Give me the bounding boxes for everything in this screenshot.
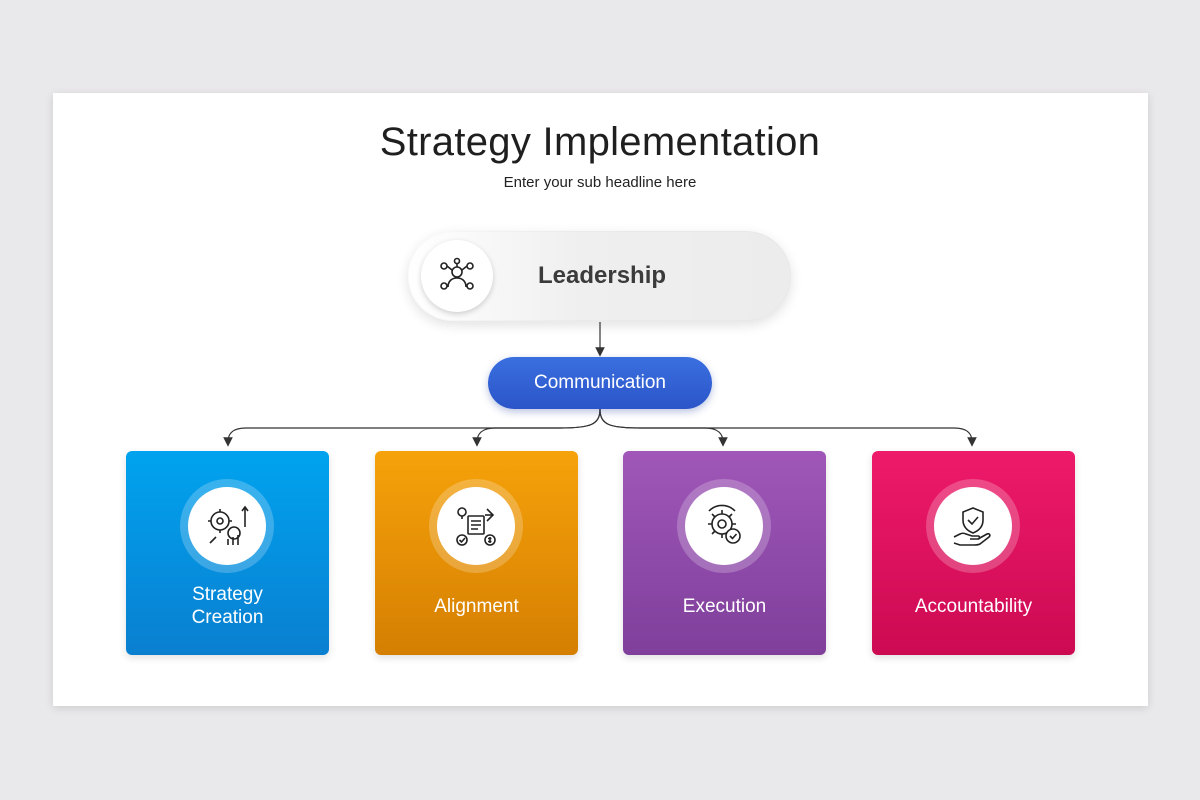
card-alignment: Alignment	[375, 451, 578, 655]
leadership-node: Leadership	[408, 231, 791, 321]
card-label-strategy-creation: Strategy Creation	[191, 584, 264, 628]
shield-hand-icon	[934, 487, 1012, 565]
card-label-accountability: Accountability	[914, 596, 1033, 617]
card-label-execution: Execution	[682, 596, 767, 617]
leadership-label: Leadership	[538, 262, 667, 289]
arrow-to-strategy-creation	[223, 408, 601, 447]
arrow-to-alignment	[472, 408, 601, 447]
card-accountability: Accountability	[872, 451, 1075, 655]
slide-subtitle: Enter your sub headline here	[503, 174, 697, 191]
communication-node: Communication	[488, 357, 712, 409]
card-execution: Execution	[623, 451, 826, 655]
alignment-process-icon	[437, 487, 515, 565]
arrow-to-execution	[599, 408, 728, 447]
card-label-alignment: Alignment	[434, 596, 519, 617]
arrow-to-accountability	[599, 408, 977, 447]
strategy-gears-chart-icon	[188, 487, 266, 565]
team-network-icon	[421, 240, 493, 312]
card-strategy-creation: Strategy Creation	[126, 451, 329, 655]
slide-title: Strategy Implementation	[379, 120, 821, 164]
gear-check-icon	[685, 487, 763, 565]
